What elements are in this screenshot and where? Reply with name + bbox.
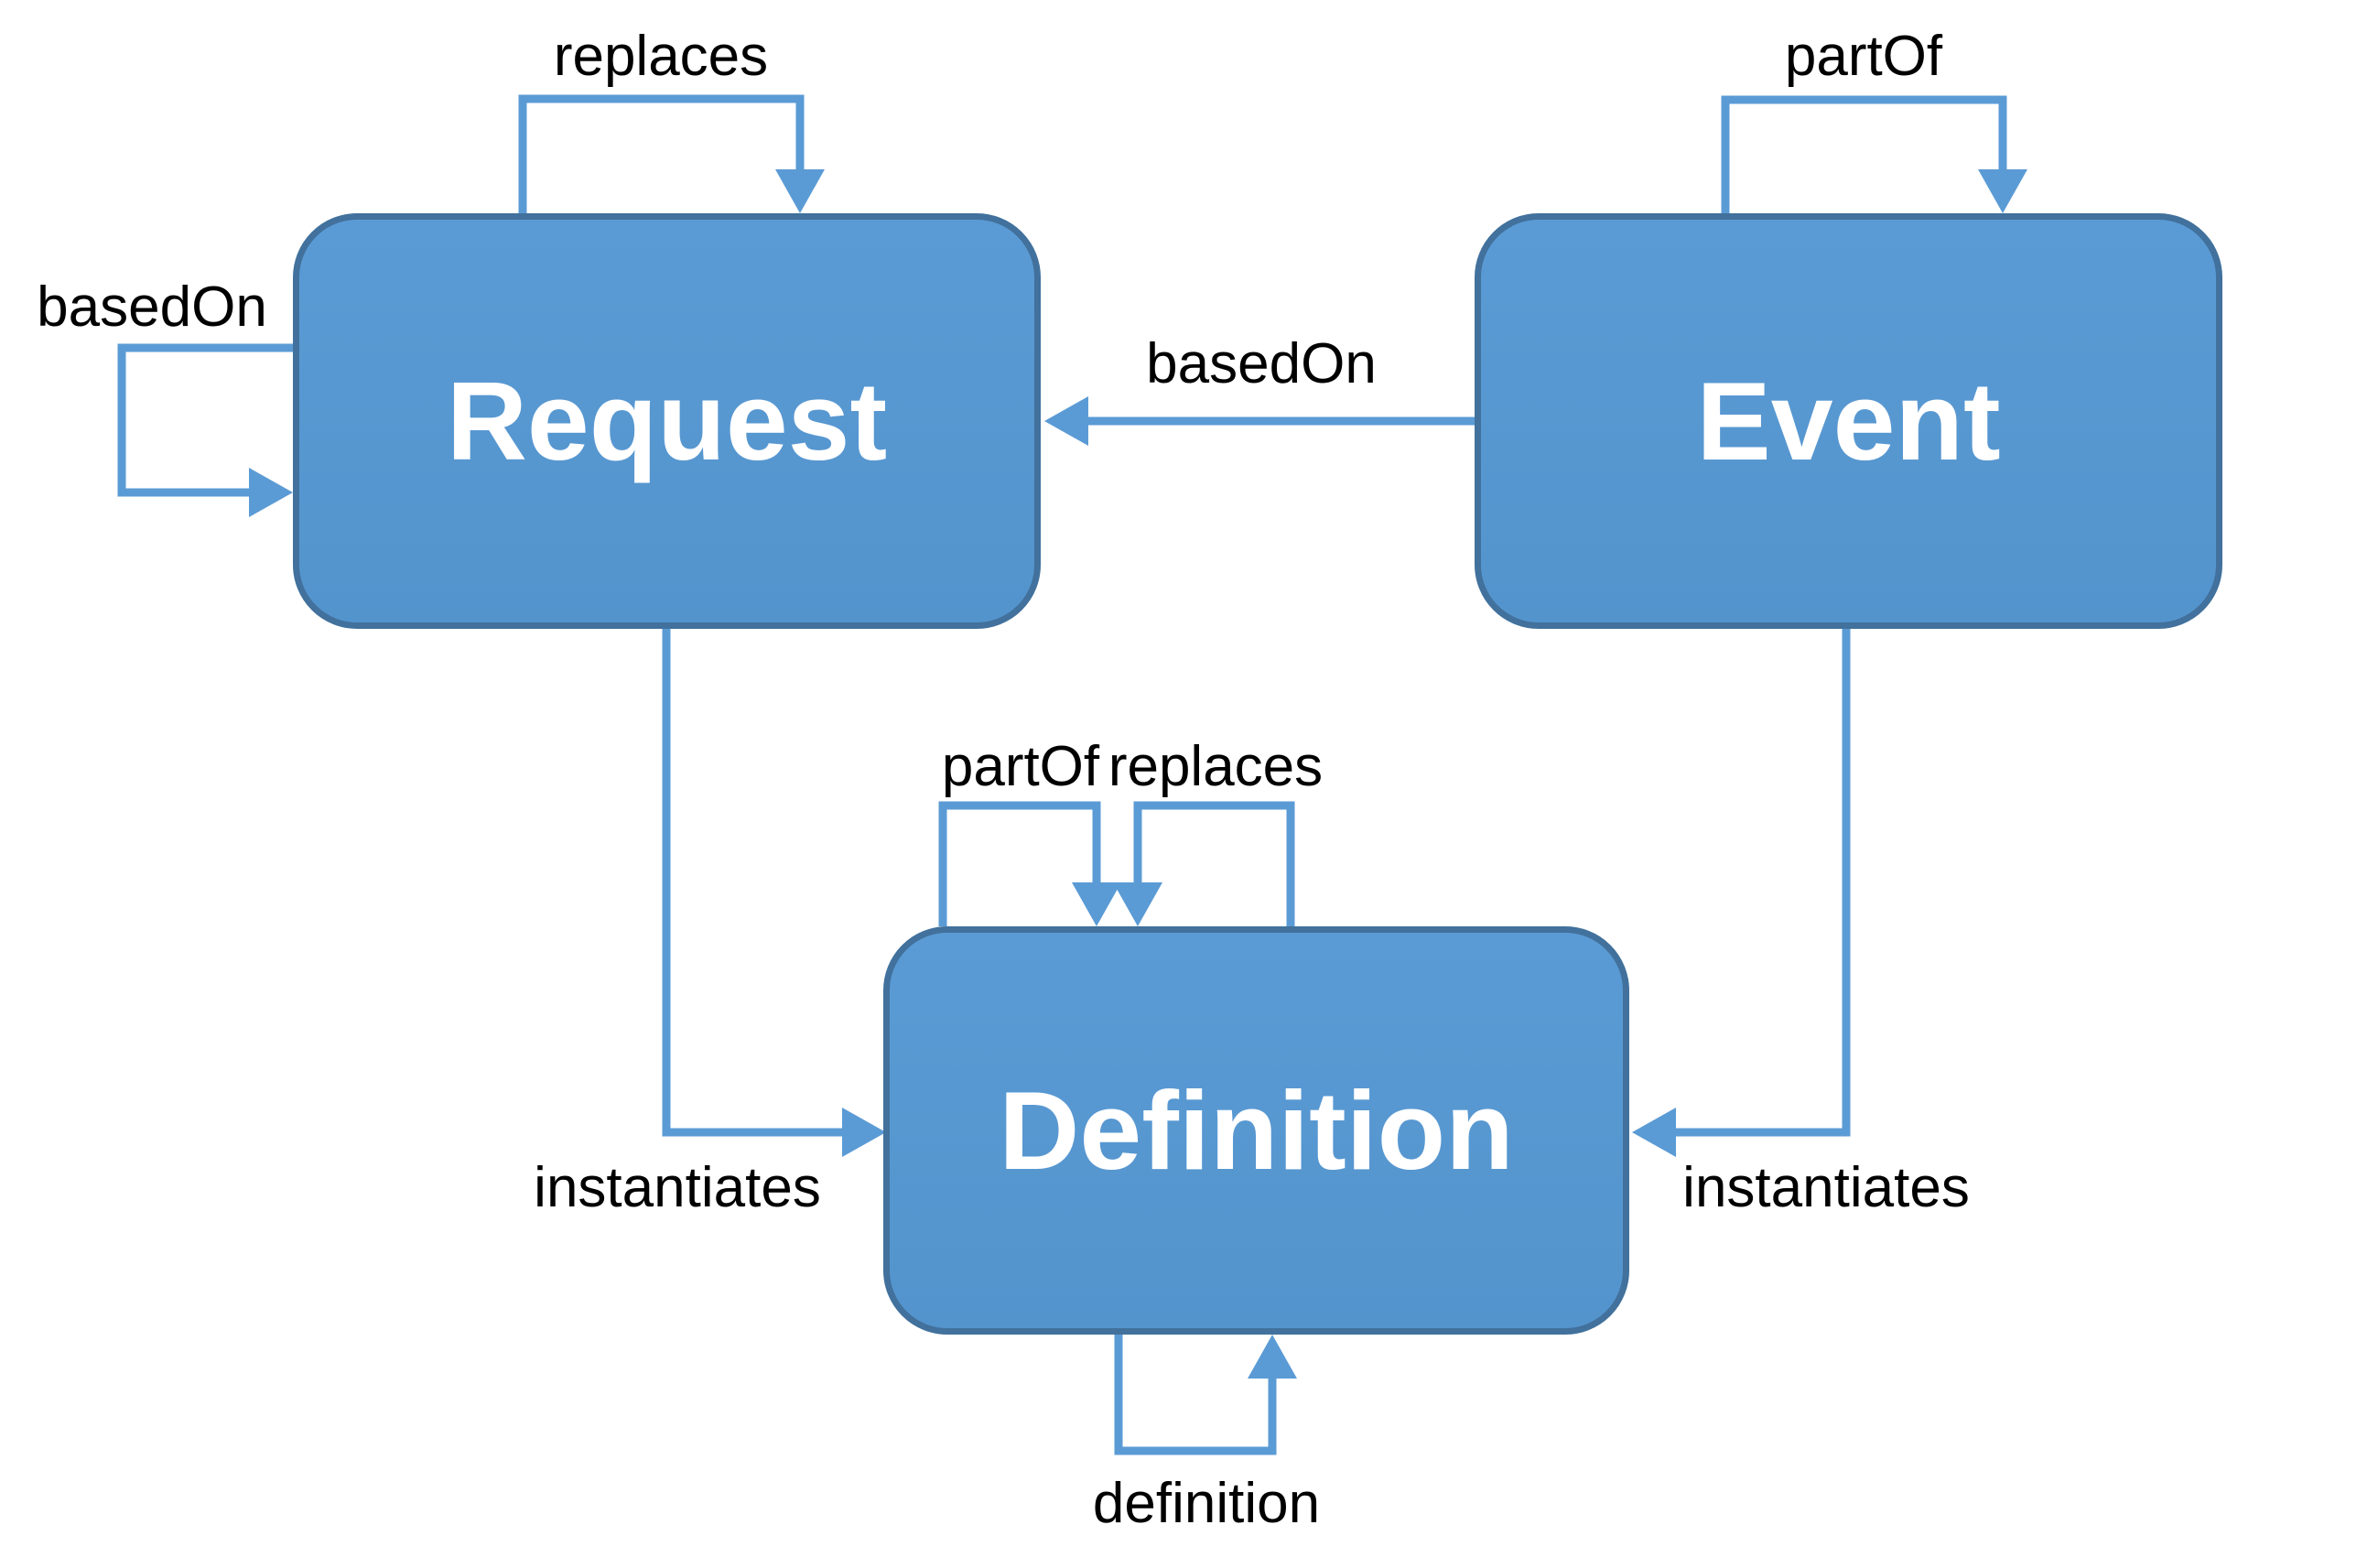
edge-definition-self-partof <box>938 801 1121 926</box>
edge-event-to-definition-instantiates <box>1632 629 1851 1157</box>
edge-line <box>117 343 293 497</box>
node-event: Event <box>1475 213 2222 629</box>
arrowhead-icon <box>1113 882 1162 926</box>
edge-label-request-to-definition-instantiates: instantiates <box>534 1156 821 1219</box>
edge-line <box>1721 95 2007 213</box>
edge-label-event-to-request-basedon: basedOn <box>1146 332 1377 395</box>
arrowhead-icon <box>842 1108 886 1157</box>
edge-line <box>1133 801 1295 926</box>
arrowhead-icon <box>1072 882 1121 926</box>
arrowhead-icon <box>1044 396 1088 446</box>
edge-label-definition-self-partof: partOf <box>941 735 1100 798</box>
edge-label-definition-self-replaces: replaces <box>1108 735 1324 798</box>
edge-label-request-self-basedon: basedOn <box>37 276 267 339</box>
edge-label-event-self-partof: partOf <box>1784 25 1943 88</box>
edge-request-self-replaces <box>518 94 825 213</box>
arrowhead-icon <box>1978 169 2027 213</box>
arrowhead-icon <box>1632 1108 1676 1157</box>
edge-event-self-partof <box>1721 95 2027 213</box>
node-title-definition: Definition <box>999 1068 1514 1193</box>
node-title-request: Request <box>446 359 888 483</box>
edge-definition-self-definition <box>1114 1335 1297 1455</box>
node-definition: Definition <box>883 926 1629 1335</box>
edge-line <box>1676 629 1851 1137</box>
node-request: Request <box>293 213 1041 629</box>
edge-line <box>518 94 805 213</box>
edge-definition-self-replaces <box>1113 801 1295 926</box>
edge-line <box>938 801 1101 926</box>
arrowhead-icon <box>775 169 825 213</box>
arrowhead-icon <box>1248 1335 1297 1379</box>
edge-request-to-definition-instantiates <box>662 629 886 1157</box>
edge-request-self-basedon <box>117 343 293 517</box>
edge-line <box>1114 1335 1277 1455</box>
edge-event-to-request-basedon <box>1044 396 1475 446</box>
arrowhead-icon <box>249 468 293 517</box>
edge-label-definition-self-definition: definition <box>1092 1472 1321 1535</box>
edge-label-event-to-definition-instantiates: instantiates <box>1682 1156 1970 1219</box>
edge-line <box>662 629 842 1137</box>
edge-label-request-self-replaces: replaces <box>553 25 769 88</box>
node-title-event: Event <box>1696 359 2001 483</box>
